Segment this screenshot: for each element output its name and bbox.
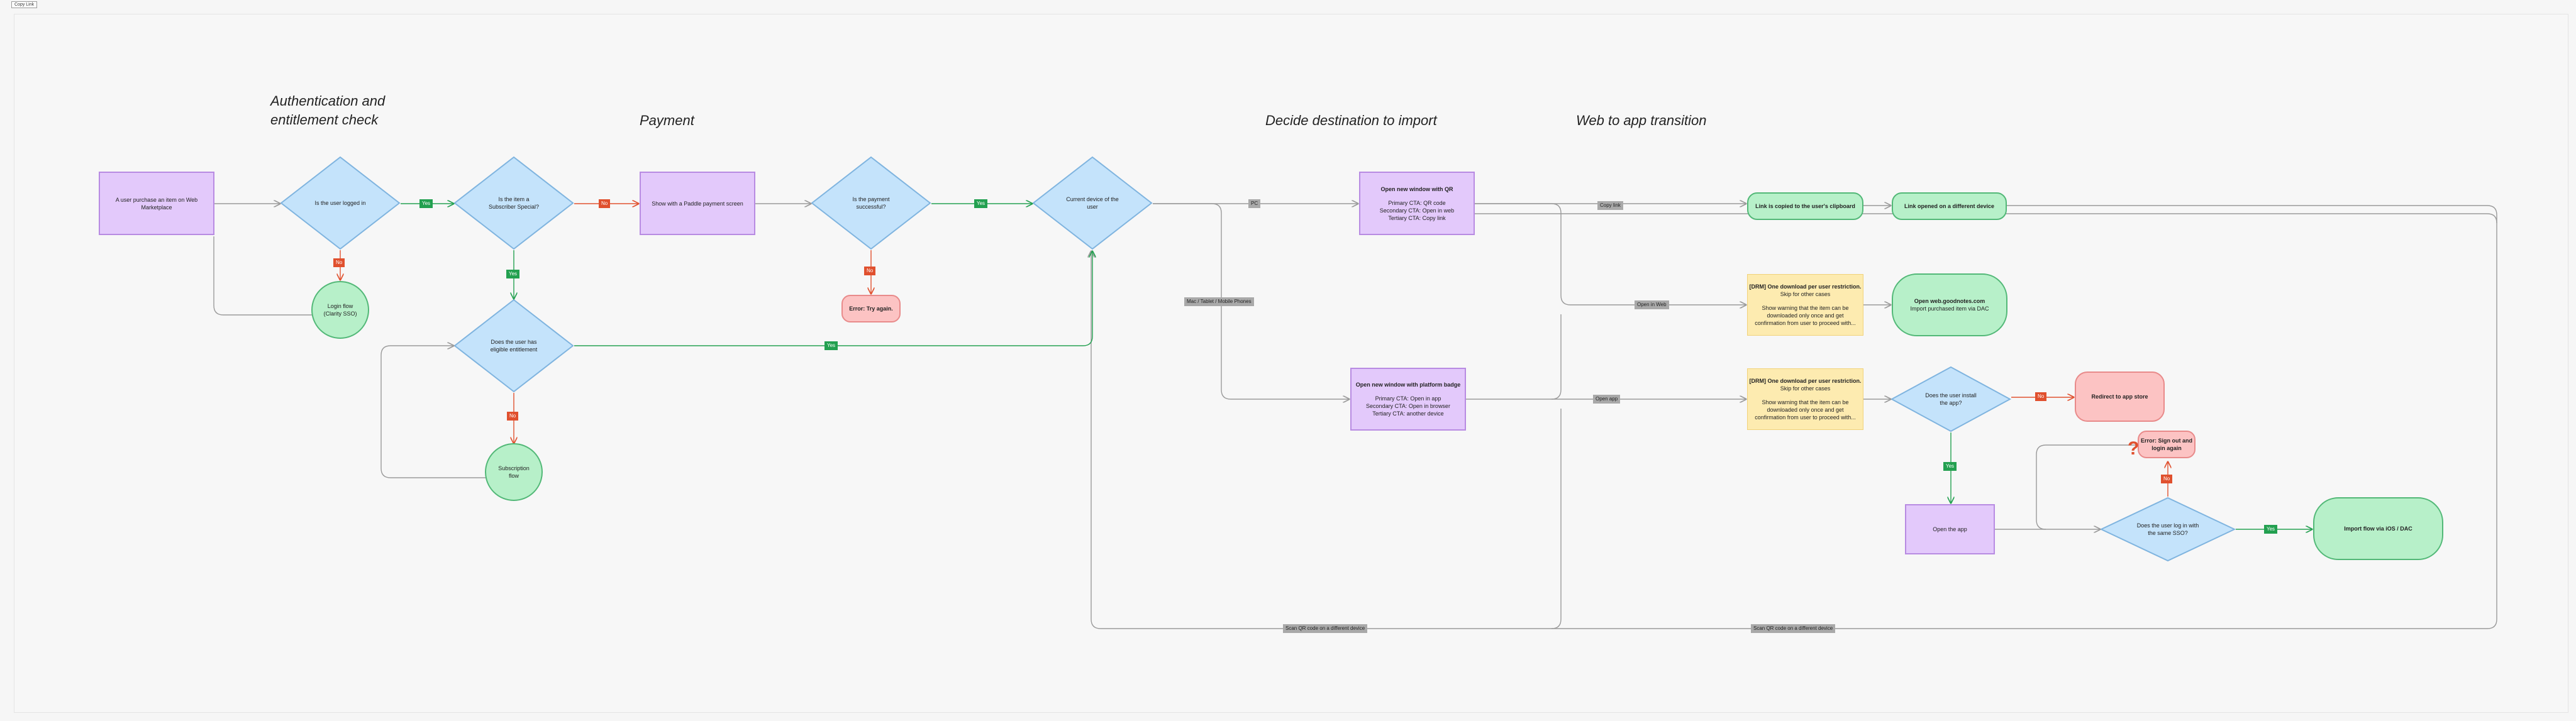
label-no-sso: No — [2161, 475, 2173, 483]
subscriber-special-text: Is the item a Subscriber Special? — [488, 196, 540, 210]
badge-window-title: Open new window with platform badge — [1355, 382, 1461, 388]
diamond-logged-in — [280, 156, 401, 250]
link-opened-node: Link opened on a different device — [1892, 192, 2007, 220]
edge-login-back — [213, 236, 313, 316]
label-mac-tablet: Mac / Tablet / Mobile Phones — [1184, 297, 1254, 306]
edge-qr-web — [1475, 203, 1746, 305]
diamond-eligible — [453, 299, 574, 393]
badge-window-body: Primary CTA: Open in app Secondary CTA: … — [1366, 395, 1450, 417]
open-app-node: Open the app — [1905, 504, 1995, 554]
label-open-app: Open app — [1593, 395, 1621, 404]
current-device-text: Current device of the user — [1066, 196, 1119, 210]
drm-note-app: [DRM] One download per user restriction.… — [1747, 368, 1863, 430]
diamond-current-device — [1032, 156, 1153, 250]
canvas-frame — [14, 14, 2568, 713]
label-copy-link: Copy link — [1597, 201, 1623, 210]
label-yes-subscriber: Yes — [506, 270, 520, 278]
diamond-same-sso — [2099, 497, 2236, 562]
open-web-node: Open web.goodnotes.com Import purchased … — [1892, 273, 2007, 336]
open-web-body: Import purchased item via DAC — [1910, 305, 1989, 312]
import-ios-node: Import flow via iOS / DAC — [2313, 497, 2443, 560]
drm-note-app-title: [DRM] One download per user restriction. — [1749, 378, 1862, 384]
drm-note-app-sub: Skip for other cases — [1780, 385, 1831, 392]
qr-window-body: Primary CTA: QR code Secondary CTA: Open… — [1379, 199, 1455, 221]
label-open-web: Open in Web — [1635, 300, 1669, 309]
open-web-title: Open web.goodnotes.com — [1914, 298, 1985, 304]
drm-note-web: [DRM] One download per user restriction.… — [1747, 274, 1863, 336]
logged-in-text: Is the user logged in — [314, 200, 366, 206]
edge-yes-eligible — [574, 251, 1092, 346]
label-scan-qr-right: Scan QR code on a different device — [1751, 624, 1836, 633]
label-yes-sso: Yes — [2264, 525, 2278, 534]
diamond-payment-ok — [811, 156, 931, 250]
drm-note-app-body: Show warning that the item can be downlo… — [1755, 399, 1856, 421]
section-title-web-to-app: Web to app transition — [1576, 113, 1707, 128]
edge-subflow-back — [380, 346, 486, 478]
app-installed-text: Does the user install the app? — [1925, 392, 1977, 406]
diamond-app-installed — [1890, 366, 2012, 432]
label-no-logged-in: No — [333, 258, 345, 267]
frame-label[interactable]: Copy Link — [11, 1, 38, 8]
edge-error-retry — [2036, 444, 2137, 530]
diamond-subscriber-special — [453, 156, 574, 250]
start-purchase-node: A user purchase an item on Web Marketpla… — [99, 172, 214, 235]
label-yes-payment: Yes — [974, 199, 988, 208]
label-yes-installed: Yes — [1943, 462, 1957, 471]
label-no-payment: No — [864, 267, 876, 275]
edge-badge-web — [1551, 314, 1562, 400]
section-title-payment: Payment — [640, 113, 694, 128]
label-no-subscriber: No — [599, 199, 611, 208]
error-try-again-node: Error: Try again. — [841, 295, 901, 322]
same-sso-text: Does the user log in with the same SSO? — [2136, 522, 2199, 536]
label-no-installed: No — [2035, 392, 2047, 401]
question-mark-icon: ? — [2128, 438, 2140, 459]
edge-qr-scan-loop — [1475, 213, 2497, 224]
eligible-text: Does the user has eligible entitlement — [490, 339, 538, 353]
label-no-eligible: No — [507, 412, 519, 421]
clipboard-node: Link is copied to the user's clipboard — [1747, 192, 1863, 220]
paddle-payment-node: Show with a Paddle payment screen — [640, 172, 755, 235]
section-title-auth: Authentication and entitlement check — [270, 93, 386, 128]
label-scan-qr-left: Scan QR code on a different device — [1283, 624, 1368, 633]
badge-window-node: Open new window with platform badge Prim… — [1350, 368, 1466, 431]
subscription-flow-node: Subscription flow — [485, 443, 543, 501]
error-signout-node: Error: Sign out and login again — [2138, 431, 2196, 458]
drm-note-web-title: [DRM] One download per user restriction. — [1749, 283, 1862, 290]
redirect-store-node: Redirect to app store — [2075, 372, 2165, 422]
qr-window-title: Open new window with QR — [1380, 185, 1453, 192]
label-pc: PC — [1248, 199, 1261, 208]
edge-opened-loop — [1091, 205, 2497, 629]
qr-window-node: Open new window with QR Primary CTA: QR … — [1359, 172, 1475, 235]
edge-scan-right — [1551, 409, 1562, 629]
login-flow-node: Login flow (Clarity SSO) — [311, 281, 369, 339]
label-yes-eligible: Yes — [824, 341, 838, 350]
payment-ok-text: Is the payment successful? — [852, 196, 890, 210]
label-yes-logged-in: Yes — [419, 199, 433, 208]
section-title-decide: Decide destination to import — [1265, 113, 1437, 128]
drm-note-web-body: Show warning that the item can be downlo… — [1755, 305, 1856, 326]
drm-note-web-sub: Skip for other cases — [1780, 291, 1831, 297]
